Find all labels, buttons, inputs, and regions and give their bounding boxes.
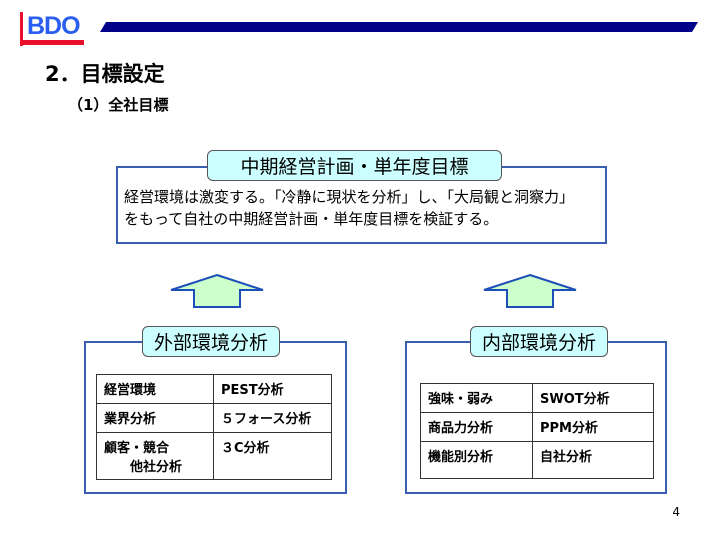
- table-cell: 顧客・競合 他社分析: [96, 432, 214, 480]
- table-cell: ３C分析: [213, 432, 332, 480]
- header-bar: [100, 22, 698, 32]
- table-cell: ５フォース分析: [213, 403, 332, 433]
- table-cell: SWOT分析: [532, 383, 654, 413]
- internal-label: 内部環境分析: [470, 326, 608, 357]
- table-cell: 機能別分析: [420, 441, 533, 479]
- page-title: 2．目標設定: [45, 62, 165, 86]
- page-number: 4: [672, 505, 680, 519]
- table-cell: 自社分析: [532, 441, 654, 479]
- section-subtitle: （1）全社目標: [68, 96, 169, 114]
- table-cell: 業界分析: [96, 403, 214, 433]
- goal-line-1: 経営環境は激変する。「冷静に現状を分析」し、「大局観と洞察力」: [124, 188, 575, 206]
- table-cell: PEST分析: [213, 374, 332, 404]
- table-cell: PPM分析: [532, 412, 654, 442]
- table-row: 機能別分析自社分析: [420, 441, 654, 479]
- logo-bar: [20, 12, 23, 46]
- external-label: 外部環境分析: [142, 326, 280, 357]
- table-cell: 強味・弱み: [420, 383, 533, 413]
- table-cell: 経営環境: [96, 374, 214, 404]
- goal-line-2: をもって自社の中期経営計画・単年度目標を検証する。: [124, 210, 499, 228]
- goal-label: 中期経営計画・単年度目標: [207, 150, 502, 181]
- logo-text: BDO: [27, 12, 81, 40]
- logo-underline: [20, 40, 84, 45]
- table-cell: 商品力分析: [420, 412, 533, 442]
- arrow-up-icon: [170, 273, 264, 308]
- arrow-up-icon: [483, 273, 577, 308]
